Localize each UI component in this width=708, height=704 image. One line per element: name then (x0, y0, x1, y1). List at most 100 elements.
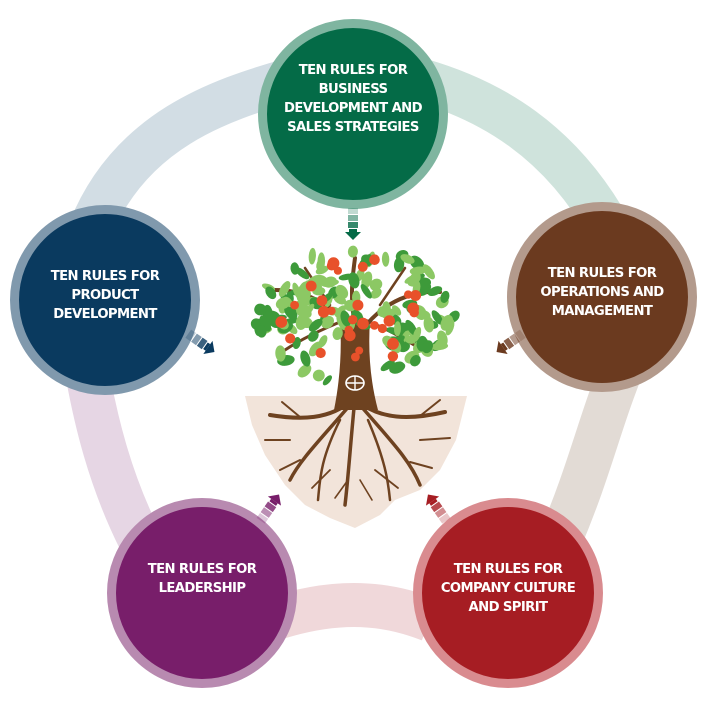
leaf (336, 315, 346, 331)
fruit (355, 346, 364, 355)
node-label-product-development: TEN RULES FOR PRODUCT DEVELOPMENT (50, 268, 160, 322)
leaf (322, 375, 332, 386)
fruit (369, 254, 380, 265)
fruit (327, 306, 336, 316)
fruit (344, 325, 354, 335)
leaf (410, 355, 421, 367)
fruit (409, 308, 419, 318)
leaf (381, 251, 390, 267)
soil-ground (245, 396, 467, 528)
fruit (319, 305, 329, 315)
fruit (333, 266, 342, 275)
leaf (369, 278, 383, 291)
leaf (422, 264, 435, 280)
leaf (278, 281, 291, 297)
leaf (360, 284, 372, 299)
leaf (437, 330, 448, 347)
leaf (308, 318, 323, 332)
leaf (370, 288, 382, 299)
leaf (296, 289, 311, 303)
fruit (357, 261, 368, 272)
leaf (308, 247, 316, 265)
fruit (285, 333, 296, 344)
leaf (405, 319, 418, 336)
leaf (389, 361, 405, 374)
node-company-culture[interactable]: TEN RULES FOR COMPANY CULTURE AND SPIRIT (413, 498, 603, 688)
tree-fruits (275, 254, 422, 362)
fruit (326, 260, 337, 271)
leaf (361, 271, 373, 289)
leaf (334, 305, 346, 318)
leaf (312, 369, 325, 382)
fruit (404, 290, 413, 299)
fruit (275, 316, 288, 328)
node-business-development[interactable]: TEN RULES FOR BUSINESS DEVELOPMENT AND S… (258, 19, 448, 209)
fruit (348, 315, 358, 325)
arrow-head-icon (345, 232, 361, 240)
leaf (404, 274, 420, 284)
node-leadership[interactable]: TEN RULES FOR LEADERSHIP (107, 498, 297, 688)
fruit (290, 300, 299, 310)
leaf (316, 256, 324, 270)
leaf (254, 303, 267, 316)
fruit (316, 295, 328, 307)
leaf (409, 266, 427, 275)
leaf (332, 327, 343, 341)
leaf (323, 276, 337, 288)
leaf (347, 245, 358, 258)
arrow-segment (348, 208, 358, 214)
arrow-stem (349, 229, 357, 232)
node-operations-management[interactable]: TEN RULES FOR OPERATIONS AND MANAGEMENT (507, 202, 697, 392)
leaf (256, 325, 267, 338)
leaf (431, 310, 443, 325)
arrow-segment (348, 222, 358, 228)
leaf (412, 326, 422, 342)
leaf (315, 265, 329, 275)
tree-roots (264, 398, 451, 507)
tree-trunk (334, 320, 378, 410)
fruit (383, 315, 395, 327)
arrow-business-to-tree (345, 208, 361, 244)
arc-business-operations (413, 58, 630, 241)
fruit (377, 323, 387, 334)
leaf (275, 345, 286, 362)
leaf (400, 254, 415, 264)
leaf (296, 306, 312, 319)
leaf (295, 267, 310, 280)
leaf (393, 321, 402, 337)
fruit (305, 280, 317, 292)
leaf (381, 301, 392, 319)
leaf (427, 286, 443, 297)
tree-foliage (250, 245, 460, 386)
leaf (393, 256, 405, 273)
leaf (297, 364, 312, 378)
leaf (300, 350, 311, 367)
fruit (410, 290, 422, 301)
node-label-operations-management: TEN RULES FOR OPERATIONS AND MANAGEMENT (540, 265, 664, 319)
leaf (440, 314, 454, 331)
leaf (392, 305, 402, 316)
fruit (357, 317, 369, 330)
leaf (421, 340, 434, 354)
leaf (348, 272, 360, 289)
fruit (352, 299, 364, 311)
fruit (351, 352, 360, 362)
fruit (387, 351, 399, 362)
fruit (387, 337, 399, 350)
node-product-development[interactable]: TEN RULES FOR PRODUCT DEVELOPMENT (10, 205, 200, 395)
node-label-leadership: TEN RULES FOR LEADERSHIP (147, 562, 257, 596)
node-label-company-culture: TEN RULES FOR COMPANY CULTURE AND SPIRIT (440, 561, 576, 615)
leaf (440, 290, 450, 303)
leaf (321, 315, 334, 329)
leaf (416, 277, 432, 290)
leaf (423, 316, 434, 333)
leaf (307, 330, 319, 342)
fruit (370, 321, 379, 330)
leaf (335, 284, 349, 299)
leaf (275, 297, 291, 310)
leaf (265, 286, 277, 300)
arrow-segment (348, 215, 358, 221)
node-label-business-development: TEN RULES FOR BUSINESS DEVELOPMENT AND S… (284, 63, 423, 135)
company-logo-icon (345, 375, 365, 391)
